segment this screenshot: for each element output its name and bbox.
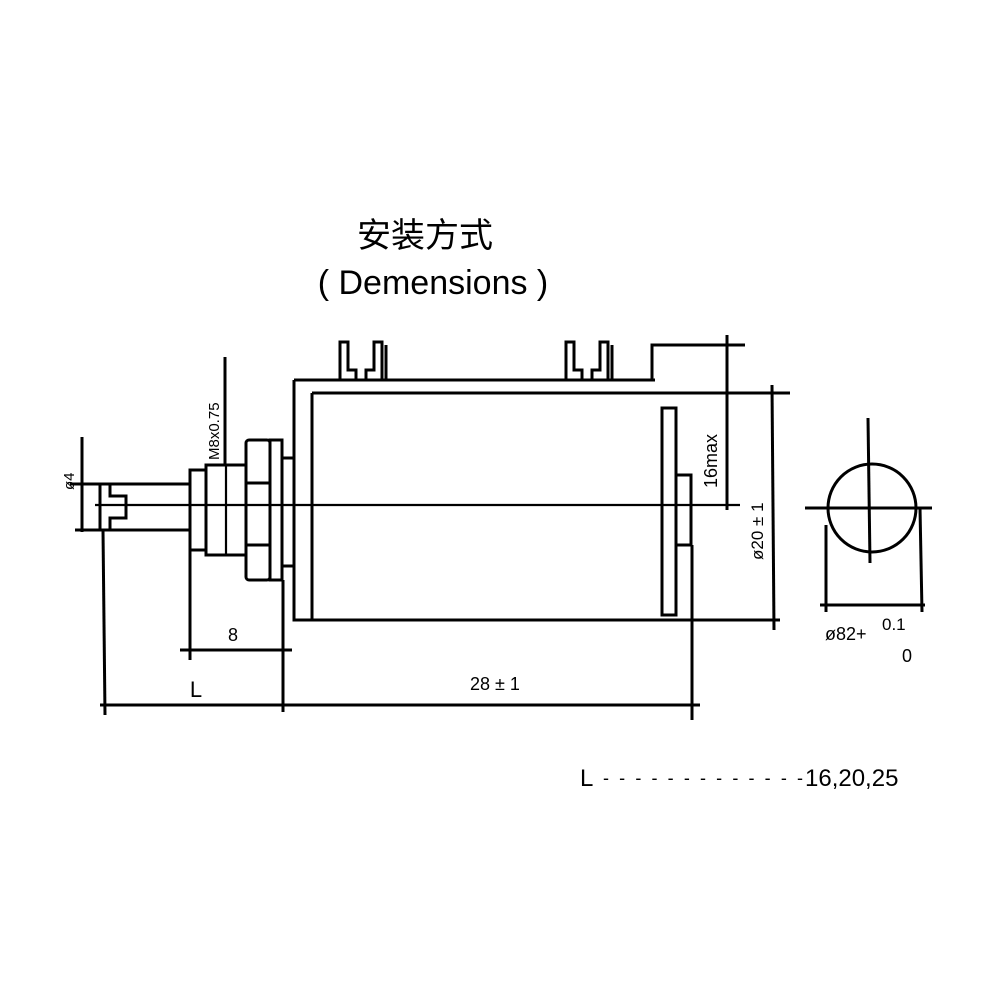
legend-variable: L: [580, 765, 593, 792]
hex-nut: [244, 438, 296, 582]
shaft: [70, 482, 190, 532]
mounting-hole-view: [805, 417, 932, 613]
label-shaft-diameter: ø4: [61, 472, 78, 490]
threaded-bushing: [188, 463, 248, 557]
title-chinese: 安装方式: [357, 217, 493, 255]
title-english: ( Demensions ): [318, 264, 549, 302]
terminal-right: [564, 340, 614, 380]
terminal-left: [338, 340, 388, 380]
label-bushing-length: 8: [228, 625, 238, 645]
length-legend: L ------------- 16,20,25: [580, 765, 898, 792]
label-thread: M8x0.75: [206, 402, 223, 460]
label-shaft-length: L: [190, 677, 202, 702]
label-hole-diameter: ø82+: [825, 624, 867, 644]
terminal-height-ext: [650, 343, 745, 380]
body: [292, 343, 790, 622]
shaft-slot: [98, 484, 128, 530]
label-hole-tol-upper: 0.1: [882, 615, 906, 634]
legend-values: 16,20,25: [805, 765, 898, 792]
label-body-length: 28 ± 1: [470, 674, 520, 694]
label-body-diameter: ø20 ± 1: [748, 502, 767, 560]
legend-dashes: -------------: [603, 768, 803, 788]
label-terminal-height: 16max: [701, 434, 721, 488]
dimension-lines: [80, 335, 776, 720]
label-hole-tol-lower: 0: [902, 646, 912, 666]
